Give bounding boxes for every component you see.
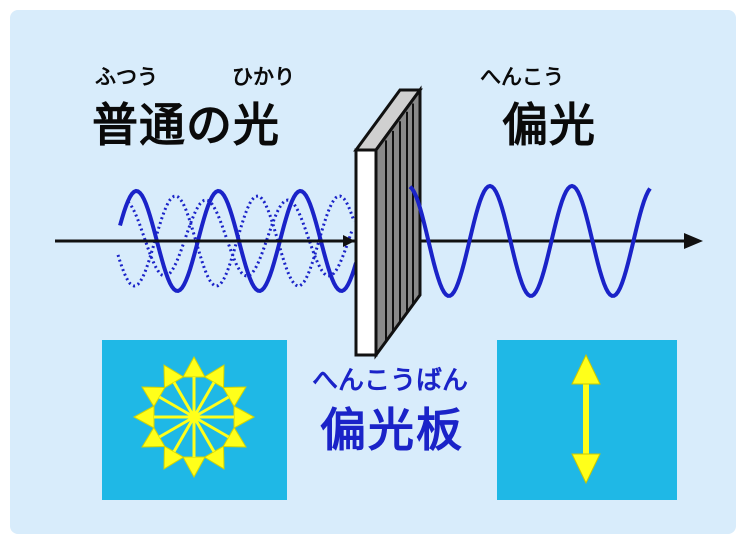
ordinary-light-reading-2: ひかり	[232, 65, 295, 89]
starburst-arrow-shaft	[172, 416, 196, 453]
unpolarized-wave-solid	[118, 188, 358, 293]
ordinary-light-title: 普通の光	[92, 98, 280, 152]
starburst-arrow-shaft	[193, 395, 230, 419]
polarized-light-reading: へんこう	[480, 65, 564, 89]
polarized-wave	[408, 183, 652, 298]
starburst-arrow-shaft	[192, 381, 216, 418]
polarizer-plate	[353, 85, 423, 360]
starburst-arrow-shaft	[193, 415, 230, 439]
starburst-arrow-shaft	[172, 381, 196, 418]
multi-direction-arrows-icon	[132, 355, 256, 479]
polarized-light-title: 偏光	[502, 98, 596, 152]
polarizer-title: 偏光板	[320, 403, 464, 457]
unpolarized-wave-dotted	[116, 194, 356, 288]
starburst-arrow-shaft	[192, 416, 216, 453]
starburst-arrow-shaft	[158, 395, 195, 419]
starburst-arrow-shaft	[158, 415, 195, 439]
ordinary-light-reading-1: ふつう	[95, 65, 158, 89]
double-headed-vertical-arrow-icon	[571, 353, 601, 485]
polarizer-reading: へんこうばん	[312, 366, 469, 396]
